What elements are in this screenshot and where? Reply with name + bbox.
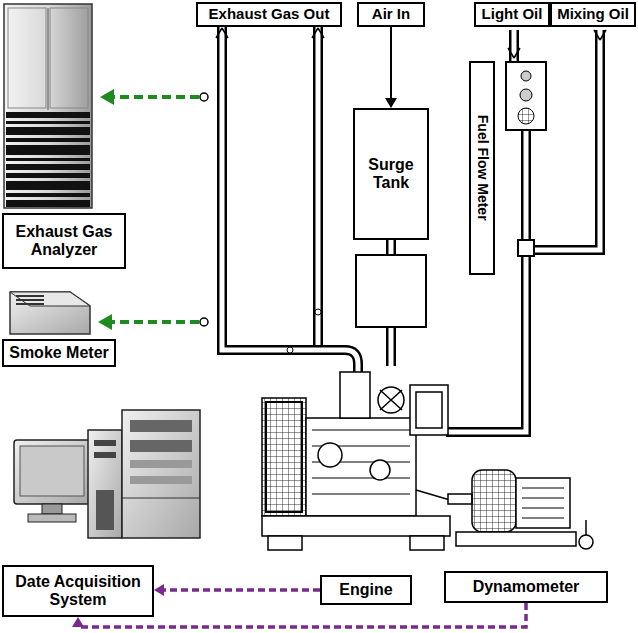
- air-pipe-arrow: [385, 27, 397, 108]
- label-box: Engine: [320, 575, 412, 605]
- label-box: Exhaust Gas Analyzer: [2, 213, 126, 269]
- label-text: Engine: [339, 581, 392, 599]
- label-text: Dynamometer: [473, 578, 580, 596]
- label-text: Exhaust Gas Out: [209, 6, 330, 23]
- dynamometer-drawing: [448, 470, 593, 549]
- pipes: [200, 26, 606, 432]
- label-box: Exhaust Gas Out: [196, 2, 342, 27]
- label-text: Air In: [372, 6, 410, 23]
- label-text: Smoke Meter: [9, 344, 109, 362]
- air-filter-box: [356, 255, 426, 327]
- label-box: Mixing Oil: [550, 2, 636, 27]
- label-box: Date Acquisition System: [2, 565, 154, 617]
- sample-line: [98, 89, 199, 330]
- engine-drawing: [262, 372, 450, 550]
- label-text: Surge Tank: [361, 156, 421, 191]
- label-box: Air In: [357, 2, 425, 27]
- label-text: Light Oil: [482, 6, 543, 23]
- label-box: Light Oil: [474, 2, 550, 27]
- label-text: Fuel Flow Meter: [474, 115, 489, 221]
- label-box: Surge Tank: [353, 108, 429, 240]
- flow-meter-device: [506, 62, 546, 130]
- signal-line: [154, 584, 320, 596]
- label-box: Dynamometer: [444, 571, 608, 603]
- label-text: Mixing Oil: [557, 6, 629, 23]
- analyzer-cabinet: [4, 4, 92, 208]
- label-box: Smoke Meter: [2, 339, 116, 367]
- label-text: Exhaust Gas Analyzer: [9, 223, 119, 258]
- smoke-meter-device: [10, 292, 90, 334]
- label-text: Date Acquisition System: [9, 573, 147, 608]
- label-box: Fuel Flow Meter: [469, 61, 495, 275]
- computer: [14, 410, 200, 538]
